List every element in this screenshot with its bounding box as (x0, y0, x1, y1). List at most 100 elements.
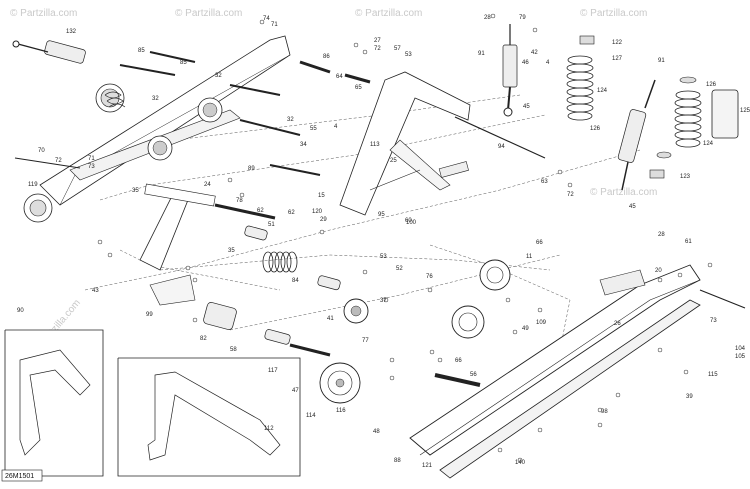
callout-85: 85 (138, 48, 145, 54)
callout-53: 53 (405, 52, 412, 58)
callout-72: 72 (374, 46, 381, 52)
callout-70: 70 (38, 148, 45, 154)
idler-wheels (319, 259, 511, 404)
callout-58: 58 (230, 347, 237, 353)
callout-32: 32 (287, 117, 294, 123)
callout-104: 104 (735, 346, 746, 352)
callout-45: 45 (523, 104, 530, 110)
watermark: © Partzilla.com (175, 8, 242, 19)
shock-boot-125 (711, 89, 739, 139)
callout-132: 132 (66, 29, 77, 35)
callout-140: 140 (515, 460, 526, 466)
callout-84: 84 (292, 278, 299, 284)
callout-15: 15 (318, 193, 325, 199)
callout-117: 117 (268, 368, 278, 374)
callout-48: 48 (373, 429, 380, 435)
callout-74: 74 (263, 16, 270, 22)
callout-24: 24 (204, 182, 211, 188)
callout-90: 90 (17, 308, 24, 314)
callout-86: 86 (323, 54, 330, 60)
callout-28: 28 (484, 15, 491, 21)
callout-32: 32 (152, 96, 159, 102)
callout-4: 4 (334, 124, 338, 130)
callout-78: 78 (236, 198, 243, 204)
callout-4: 4 (546, 60, 550, 66)
callout-32: 32 (215, 73, 222, 79)
shaft-rods (14, 51, 746, 387)
callout-124: 124 (703, 141, 714, 147)
callout-60: 60 (405, 218, 412, 224)
callout-37: 37 (380, 298, 387, 304)
diagram-code-box: 26M1501 (1, 469, 43, 482)
detail-box-112 (117, 357, 301, 477)
callout-77: 77 (362, 338, 369, 344)
callout-116: 116 (336, 408, 346, 414)
rear-shock-assembly (502, 24, 518, 117)
callout-35: 35 (132, 188, 139, 194)
callout-65: 65 (355, 85, 362, 91)
callout-119: 119 (28, 182, 38, 188)
callout-91: 91 (478, 51, 485, 57)
callout-99: 99 (146, 312, 153, 318)
callout-49: 49 (522, 326, 529, 332)
callout-82: 82 (200, 336, 207, 342)
callout-73: 73 (710, 318, 717, 324)
callout-42: 42 (531, 50, 538, 56)
slide-rail (409, 264, 701, 479)
callout-62: 62 (257, 208, 264, 214)
callout-94: 94 (498, 144, 505, 150)
callout-43: 43 (92, 288, 99, 294)
callout-112: 112 (264, 426, 274, 432)
callout-71: 71 (271, 22, 278, 28)
callout-85: 85 (180, 60, 187, 66)
callout-35: 35 (228, 248, 235, 254)
front-shock-assembly (617, 79, 656, 191)
callout-45: 45 (629, 204, 636, 210)
callout-88: 88 (394, 458, 401, 464)
callout-76: 76 (426, 274, 433, 280)
callout-47: 47 (292, 388, 299, 394)
callout-91: 91 (658, 58, 665, 64)
callout-46: 46 (522, 60, 529, 66)
callout-121: 121 (422, 463, 433, 469)
callout-20: 20 (655, 268, 662, 274)
callout-52: 52 (396, 266, 403, 272)
callout-98: 98 (601, 409, 608, 415)
callout-126: 126 (706, 82, 717, 88)
rear-arm-assembly (12, 35, 291, 223)
watermark: © Partzilla.com (10, 8, 77, 19)
watermark-layer: © Partzilla.com © Partzilla.com © Partzi… (10, 8, 657, 356)
callout-127: 127 (612, 56, 623, 62)
callout-72: 72 (55, 158, 62, 164)
callout-71: 71 (88, 156, 95, 162)
callout-100: 100 (406, 220, 417, 226)
callout-27: 27 (374, 38, 381, 44)
callout-122: 122 (612, 40, 623, 46)
coil-springs (566, 55, 702, 148)
callout-labels: 132 74 71 85 85 32 32 32 86 27 72 57 53 … (17, 15, 750, 469)
detail-box-90 (4, 329, 104, 477)
callout-105: 105 (735, 354, 746, 360)
callout-56: 56 (470, 372, 477, 378)
callout-29: 29 (320, 217, 327, 223)
watermark: © Partzilla.com (590, 187, 657, 198)
callout-55: 55 (310, 126, 317, 132)
callout-26: 26 (614, 321, 621, 327)
fasteners (97, 13, 713, 463)
callout-95: 95 (378, 212, 385, 218)
callout-120: 120 (312, 209, 323, 215)
callout-72: 72 (567, 192, 574, 198)
torsion-spring (262, 251, 298, 273)
callout-63: 63 (541, 179, 548, 185)
lower-link-assembly (139, 183, 216, 306)
callout-53: 53 (380, 254, 387, 260)
callout-39: 39 (686, 394, 693, 400)
callout-66: 66 (536, 240, 543, 246)
callout-28: 28 (658, 232, 665, 238)
front-arm-assembly (339, 71, 471, 216)
callout-115: 115 (708, 372, 718, 378)
callout-113: 113 (370, 142, 380, 148)
spring-seats (579, 35, 697, 179)
